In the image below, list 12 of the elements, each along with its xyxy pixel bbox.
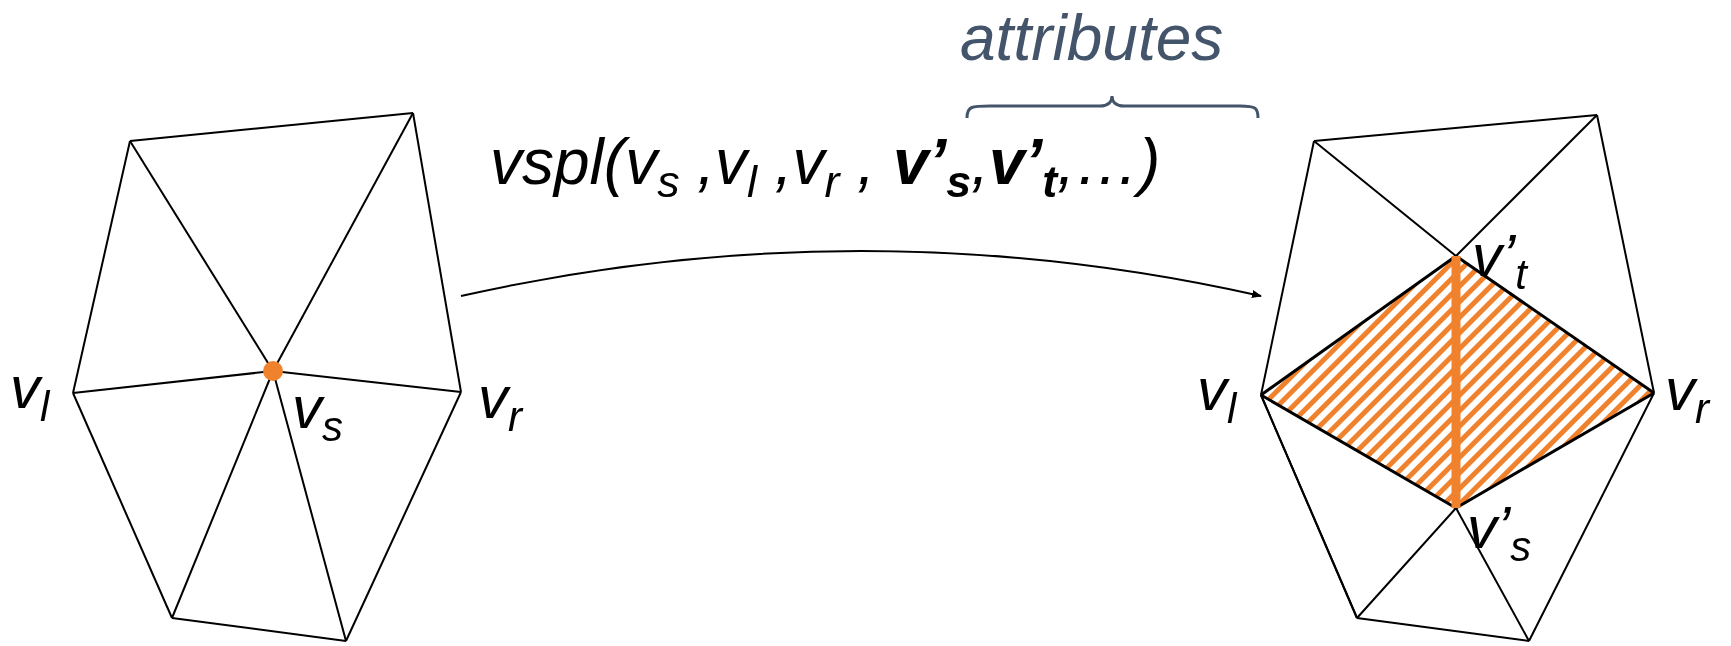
annotation-text: attributes bbox=[960, 6, 1224, 70]
vertex-label: v$_{r}$ bbox=[1665, 360, 1709, 430]
vertex-label: v$_{r}$ bbox=[478, 368, 522, 438]
curved-arrow bbox=[460, 250, 1262, 299]
formula-text: vspl(v$_{s}$ ,v$_{l}$ ,v$_{r}$ , v’$_{s}$,v’$_{t}$,…) bbox=[490, 130, 1161, 205]
mesh-before-drawing bbox=[72, 112, 462, 642]
vertex-label: v$_{l}$ bbox=[1197, 360, 1237, 430]
vertex-label: v’$_{s}$ bbox=[1467, 498, 1532, 568]
vertex-label: v’$_{t}$ bbox=[1472, 226, 1527, 296]
vertex-label: v$_{l}$ bbox=[10, 358, 50, 428]
mesh-after-split-drawing bbox=[1260, 114, 1655, 642]
vertex-label: v$_{s}$ bbox=[292, 378, 343, 448]
